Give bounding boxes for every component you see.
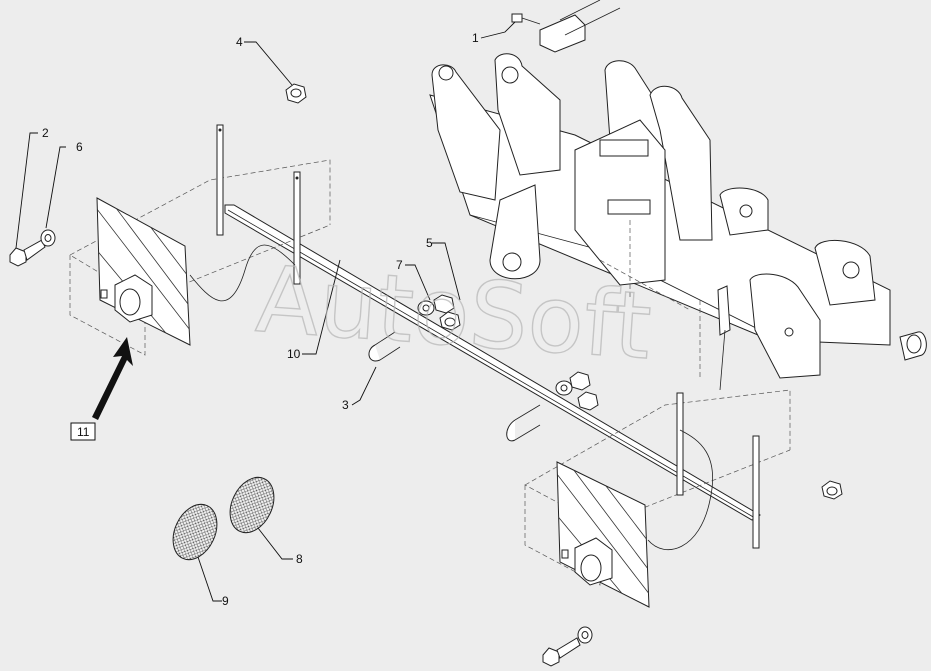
nuts-5-7: [417, 294, 599, 411]
callout-10: 10: [287, 347, 301, 361]
bolt-2: [9, 239, 46, 267]
callout-8: 8: [296, 552, 303, 566]
fasteners: [9, 83, 843, 667]
u-bolt-3: [368, 331, 541, 442]
callout-6: 6: [76, 140, 83, 154]
callout-5: 5: [426, 236, 433, 250]
nut-4: [285, 83, 307, 104]
callout-11: 11: [77, 425, 90, 439]
leader-lines: [15, 21, 516, 602]
callout-7: 7: [396, 258, 403, 272]
callout-9: 9: [222, 594, 229, 608]
right-warning-lamp: [524, 389, 791, 608]
callout-1: 1: [472, 31, 479, 45]
washer-6: [40, 229, 56, 247]
reflector-8: [229, 476, 275, 534]
nut-right: [821, 480, 843, 500]
tractor-frame: [429, 0, 927, 380]
callout-3: 3: [342, 398, 349, 412]
left-warning-lamp: [69, 124, 331, 420]
side-bracket-right: [717, 285, 731, 391]
callout-numbers: 1 2 6 4 5 7 10 3 8 9 11: [42, 31, 479, 608]
callout-11-box: [70, 422, 96, 441]
bolt-bottom: [542, 626, 593, 667]
callout-4: 4: [236, 35, 243, 49]
reflector-9: [172, 503, 218, 561]
callout-2: 2: [42, 126, 49, 140]
